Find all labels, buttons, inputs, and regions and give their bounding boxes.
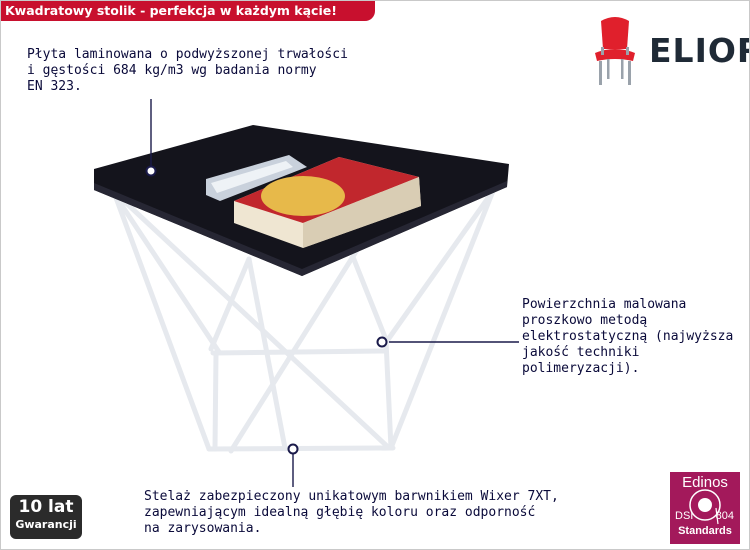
annotation-marker — [287, 443, 299, 455]
certificate-number: 804 — [715, 510, 734, 522]
brand-logo: ELIOR — [585, 15, 749, 87]
annotation-marker — [145, 165, 157, 177]
annotation-line: na zarysowania. — [144, 521, 262, 536]
annotation-line: Powierzchnia malowana — [522, 297, 687, 312]
chair-icon — [595, 17, 635, 85]
coating-annotation: Powierzchnia malowana proszkowo metodą e… — [522, 297, 733, 377]
book — [234, 157, 421, 248]
certificate-name: Edinos — [682, 474, 728, 491]
certificate-dsi: DSI — [675, 510, 694, 522]
annotation-line: jakość techniki — [522, 345, 640, 360]
remote-control — [206, 155, 307, 201]
warranty-years: 10 lat — [18, 497, 74, 517]
warranty-badge: 10 lat Gwarancji — [10, 495, 82, 539]
annotation-line: i gęstości 684 kg/m3 wg badania normy — [27, 63, 317, 78]
annotation-line: Stelaż zabezpieczony unikatowym barwniki… — [144, 489, 559, 504]
annotation-line: Płyta laminowana o podwyższonej trwałośc… — [27, 47, 348, 62]
annotation-marker — [376, 336, 388, 348]
brand-name: ELIOR — [649, 31, 749, 70]
annotation-line: proszkowo metodą — [522, 313, 648, 328]
certificate-emblem-icon — [689, 489, 721, 525]
frame-annotation: Stelaż zabezpieczony unikatowym barwniki… — [144, 489, 559, 537]
annotation-line: EN 323. — [27, 79, 82, 94]
page-title: Kwadratowy stolik - perfekcja w każdym k… — [1, 1, 375, 21]
annotation-line: zapewniającym idealną głębię koloru oraz… — [144, 505, 536, 520]
annotation-line: elektrostatyczną (najwyższa — [522, 329, 734, 344]
laminate-annotation: Płyta laminowana o podwyższonej trwałośc… — [27, 47, 348, 95]
warranty-label: Gwarancji — [15, 518, 77, 531]
certificate-badge: Edinos DSI 804 Standards — [670, 472, 740, 544]
certificate-standards: Standards — [678, 525, 732, 537]
annotation-line: polimeryzacji). — [522, 361, 640, 376]
annotation-connectors — [150, 99, 519, 487]
